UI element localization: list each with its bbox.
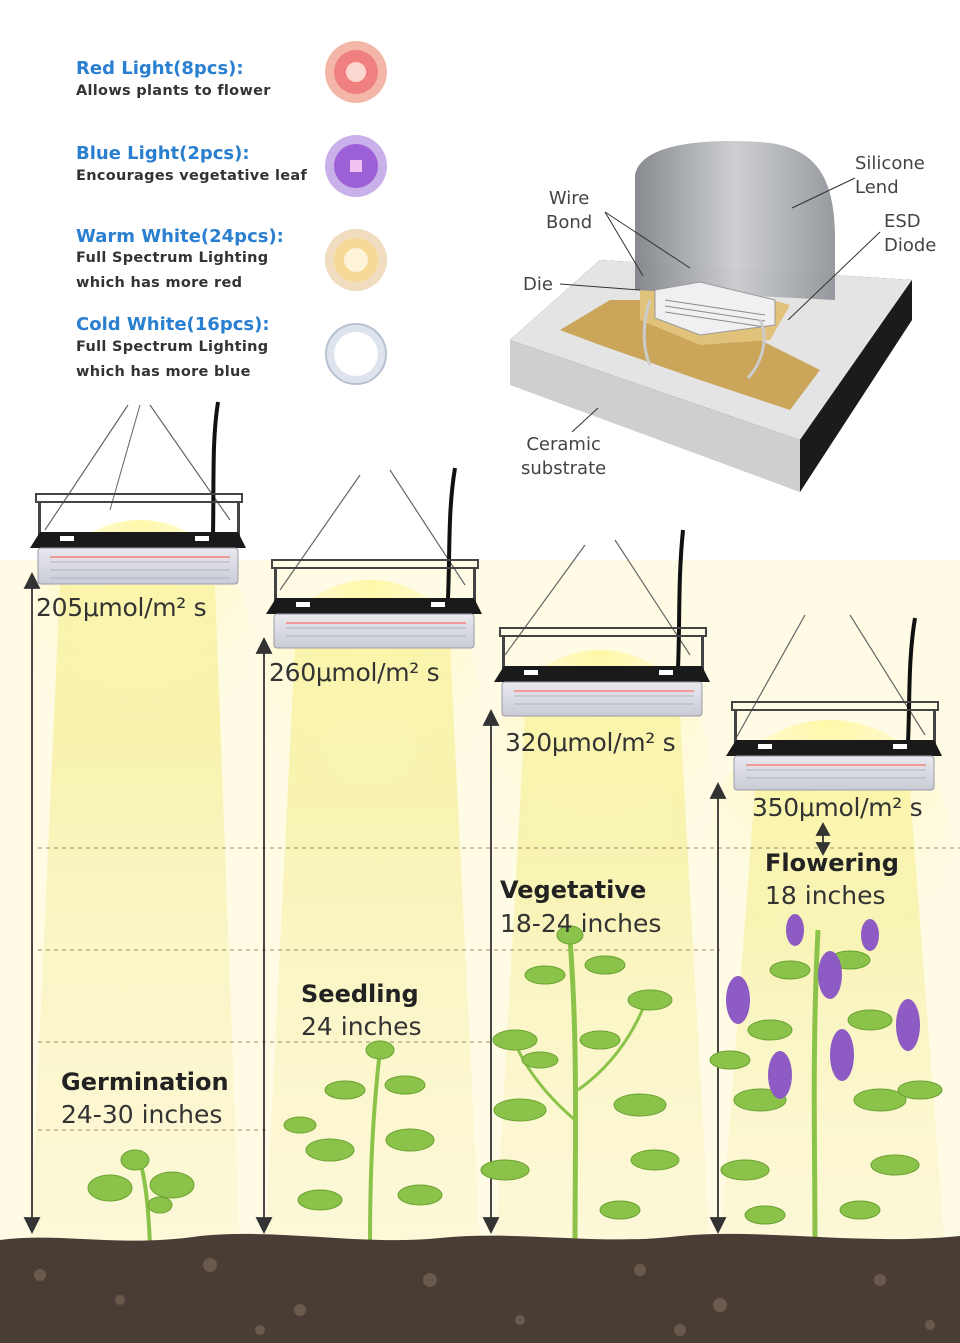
stage-flowering-name: Flowering <box>765 849 899 877</box>
label-die: Die <box>523 274 553 295</box>
stage-vegetative-name: Vegetative <box>500 876 647 904</box>
warm-white-title: Warm White(24pcs): <box>76 226 284 247</box>
grow-light-fixture-1 <box>30 401 246 585</box>
spectrum-bulbs <box>325 41 387 385</box>
soil-texture <box>34 1258 935 1336</box>
ppfd-flowering: 350μmol/m² s <box>752 793 923 822</box>
stage-germination-name: Germination <box>61 1068 229 1096</box>
label-silicone-lens: Silicone Lend <box>855 153 925 198</box>
stage-flowering-distance: 18 inches <box>765 881 886 910</box>
stage-germination-distance: 24-30 inches <box>61 1100 223 1129</box>
red-light-title: Red Light(8pcs): <box>76 58 244 79</box>
ppfd-vegetative: 320μmol/m² s <box>505 728 676 757</box>
plant-flowering <box>709 914 943 1246</box>
plant-seedling <box>283 1040 443 1246</box>
cold-white-desc-1: Full Spectrum Lighting <box>76 339 269 355</box>
led-chip-diagram <box>510 140 912 492</box>
stage-seedling-name: Seedling <box>301 980 419 1008</box>
warm-white-desc-1: Full Spectrum Lighting <box>76 250 269 266</box>
blue-light-desc: Encourages vegetative leaf <box>76 168 308 184</box>
ppfd-seedling: 260μmol/m² s <box>269 658 440 687</box>
label-ceramic-substrate: Ceramic substrate <box>521 434 607 479</box>
light-glow-1 <box>30 520 250 1250</box>
blue-light-title: Blue Light(2pcs): <box>76 143 250 164</box>
height-guides <box>38 847 960 1131</box>
grow-light-fixture-2 <box>266 467 482 649</box>
stage-vegetative-distance: 18-24 inches <box>500 909 662 938</box>
red-light-desc: Allows plants to flower <box>76 83 271 99</box>
cold-white-title: Cold White(16pcs): <box>76 314 270 335</box>
grow-light-fixture-4 <box>726 614 942 791</box>
warm-white-desc-2: which has more red <box>76 275 243 291</box>
plant-vegetative <box>480 925 680 1246</box>
label-wire-bond: Wire Bond <box>546 188 593 233</box>
ppfd-germination: 205μmol/m² s <box>36 593 207 622</box>
label-esd-diode: ESD Diode <box>884 211 937 256</box>
soil <box>0 1233 960 1343</box>
grow-light-fixture-3 <box>494 529 710 717</box>
distance-arrows <box>23 571 831 1235</box>
plant-germination <box>87 1149 195 1246</box>
cold-white-desc-2: which has more blue <box>76 364 251 380</box>
stage-seedling-distance: 24 inches <box>301 1012 422 1041</box>
